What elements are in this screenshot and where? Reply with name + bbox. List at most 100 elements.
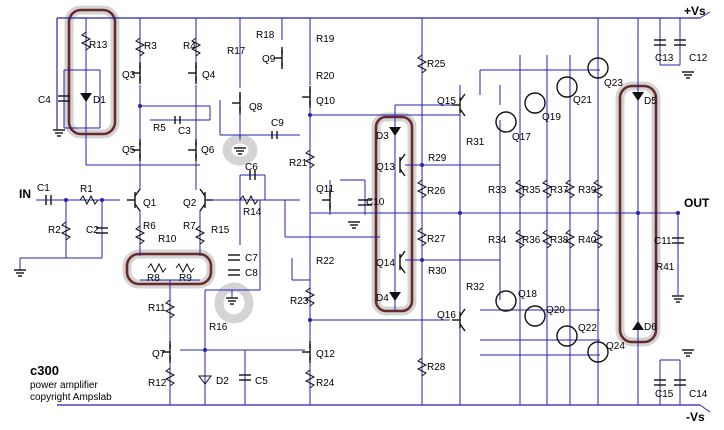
label-C7: C7	[245, 253, 258, 264]
label-R8: R8	[147, 273, 160, 284]
label-C10: C10	[366, 197, 385, 208]
label-C14: C14	[689, 389, 708, 400]
label-R12: R12	[148, 378, 167, 389]
label-C15: C15	[655, 389, 674, 400]
label-C6: C6	[245, 162, 258, 173]
label-R25: R25	[427, 59, 446, 70]
label-R9: R9	[179, 273, 192, 284]
label-Q15: Q15	[437, 96, 456, 107]
label-Q5: Q5	[122, 145, 136, 156]
label-R38: R38	[550, 235, 569, 246]
label-R41: R41	[656, 262, 675, 273]
label-Q18: Q18	[518, 289, 537, 300]
label-R11: R11	[148, 303, 166, 314]
label-R18: R18	[256, 30, 275, 41]
label-D4: D4	[376, 293, 389, 304]
label-R14: R14	[243, 207, 262, 218]
label-Q23: Q23	[604, 78, 623, 89]
junction-dots	[64, 104, 680, 352]
label-R17: R17	[227, 46, 246, 57]
label-Q21: Q21	[573, 95, 592, 106]
label-C8: C8	[245, 268, 258, 279]
transistor-symbols	[127, 47, 466, 363]
capacitor-symbols	[45, 39, 686, 386]
label-R13: R13	[89, 40, 108, 51]
label-D6: D6	[644, 322, 657, 333]
label-R23: R23	[290, 296, 309, 307]
label-R35: R35	[522, 185, 541, 196]
label-R34: R34	[488, 235, 507, 246]
label-R26: R26	[427, 186, 446, 197]
label-R37: R37	[550, 185, 569, 196]
label-R3: R3	[144, 41, 157, 52]
label-D1: D1	[93, 95, 106, 106]
label-C12: C12	[689, 53, 708, 64]
label-C11: C11	[654, 236, 672, 247]
caption-line-2: copyright Ampslab	[30, 392, 112, 403]
label-Q12: Q12	[316, 349, 335, 360]
output-transistors	[495, 57, 609, 363]
label-R39: R39	[578, 185, 597, 196]
label-Q6: Q6	[201, 145, 215, 156]
label-R27: R27	[427, 234, 446, 245]
label-Q13: Q13	[376, 162, 395, 173]
label-Q1: Q1	[143, 198, 157, 209]
label-Q2: Q2	[183, 198, 197, 209]
negative-rail-label: -Vs	[686, 410, 705, 424]
highlight-frames	[64, 5, 661, 347]
label-C9: C9	[271, 118, 284, 129]
label-Q19: Q19	[542, 112, 561, 123]
label-R5: R5	[153, 123, 166, 134]
label-R22: R22	[316, 256, 335, 267]
label-D5: D5	[644, 96, 657, 107]
label-R31: R31	[466, 137, 485, 148]
label-C3: C3	[178, 126, 191, 137]
label-Q8: Q8	[249, 102, 263, 113]
label-R19: R19	[316, 34, 335, 45]
label-Q11: Q11	[316, 184, 335, 195]
positive-rail-label: +Vs	[684, 4, 706, 18]
label-R33: R33	[488, 185, 507, 196]
label-R6: R6	[143, 221, 156, 232]
diode-symbols	[80, 92, 644, 385]
label-R21: R21	[289, 158, 308, 169]
label-R16: R16	[209, 322, 228, 333]
label-Q24: Q24	[606, 341, 625, 352]
label-R40: R40	[578, 235, 597, 246]
label-R32: R32	[466, 282, 485, 293]
label-C4: C4	[38, 95, 51, 106]
input-label: IN	[19, 187, 31, 201]
label-Q10: Q10	[316, 96, 335, 107]
label-C1: C1	[37, 183, 50, 194]
label-R24: R24	[316, 378, 335, 389]
label-Q16: Q16	[437, 310, 456, 321]
ground-symbols	[14, 71, 694, 357]
label-R20: R20	[316, 71, 335, 82]
label-Q3: Q3	[122, 70, 136, 81]
label-D3: D3	[376, 131, 389, 142]
label-C5: C5	[255, 376, 268, 387]
label-Q14: Q14	[376, 258, 395, 269]
label-C13: C13	[655, 53, 674, 64]
label-R10: R10	[158, 234, 177, 245]
power-rails	[56, 11, 711, 413]
label-R30: R30	[428, 266, 447, 277]
label-Q17: Q17	[512, 132, 531, 143]
caption-title: c300	[30, 363, 59, 378]
resistor-bodies	[60, 31, 604, 389]
label-R4: R4	[183, 41, 196, 52]
output-label: OUT	[684, 196, 710, 210]
label-Q4: Q4	[202, 70, 216, 81]
label-R2: R2	[48, 225, 61, 236]
label-R15: R15	[211, 225, 230, 236]
label-R36: R36	[522, 235, 541, 246]
label-R1: R1	[80, 184, 93, 195]
label-R7: R7	[183, 221, 196, 232]
label-D2: D2	[216, 376, 229, 387]
component-labels: R13 D1 C4 R3 R4 Q3 Q4 R17 R18 R19 Q9 R20…	[37, 30, 708, 400]
caption-line-1: power amplifier	[30, 380, 98, 391]
label-C2: C2	[86, 225, 99, 236]
label-R29: R29	[428, 153, 447, 164]
label-Q9: Q9	[262, 54, 276, 65]
label-Q7: Q7	[152, 349, 166, 360]
